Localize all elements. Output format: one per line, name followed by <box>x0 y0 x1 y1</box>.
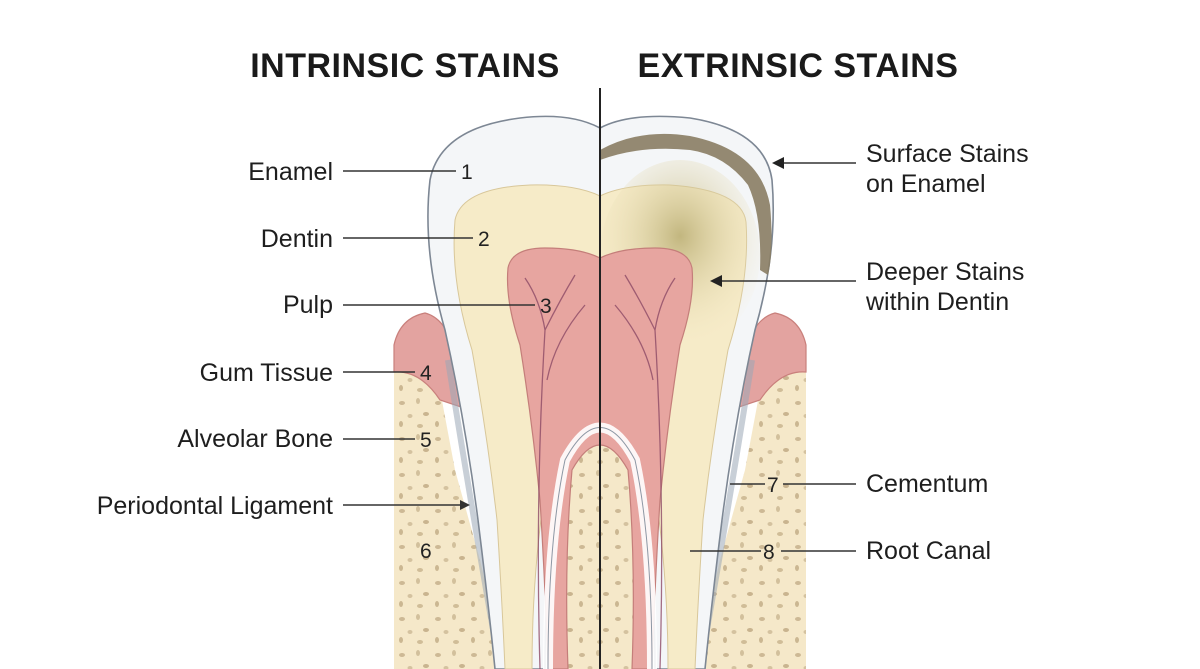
num-8: 8 <box>763 541 775 564</box>
label-alveolar-bone: Alveolar Bone <box>177 425 333 453</box>
arrow-deeper-stains <box>710 275 722 287</box>
label-deeper-stains-1: Deeper Stains <box>866 258 1024 286</box>
label-enamel: Enamel <box>248 158 333 186</box>
pulp-vessels <box>524 274 676 669</box>
num-7: 7 <box>767 474 779 497</box>
label-surface-stains-2: on Enamel <box>866 170 986 198</box>
alveolar-bone-right <box>695 345 806 669</box>
title-extrinsic: EXTRINSIC STAINS <box>638 47 959 85</box>
num-6: 6 <box>420 540 432 563</box>
title-intrinsic: INTRINSIC STAINS <box>250 47 560 85</box>
label-root-canal: Root Canal <box>866 537 991 565</box>
arrow-periodontal <box>460 500 470 510</box>
label-gum-tissue: Gum Tissue <box>200 359 333 387</box>
label-periodontal-ligament: Periodontal Ligament <box>97 492 333 520</box>
label-cementum: Cementum <box>866 470 988 498</box>
num-1: 1 <box>461 161 473 184</box>
alveolar-bone-left <box>394 345 505 669</box>
label-dentin: Dentin <box>261 225 333 253</box>
num-2: 2 <box>478 228 490 251</box>
label-surface-stains-1: Surface Stains <box>866 140 1029 168</box>
num-4: 4 <box>420 362 432 385</box>
num-5: 5 <box>420 429 432 452</box>
arrow-surface-stains <box>772 157 784 169</box>
surface-stain <box>600 133 772 275</box>
label-pulp: Pulp <box>283 291 333 319</box>
label-deeper-stains-2: within Dentin <box>865 288 1009 316</box>
num-3: 3 <box>540 295 552 318</box>
